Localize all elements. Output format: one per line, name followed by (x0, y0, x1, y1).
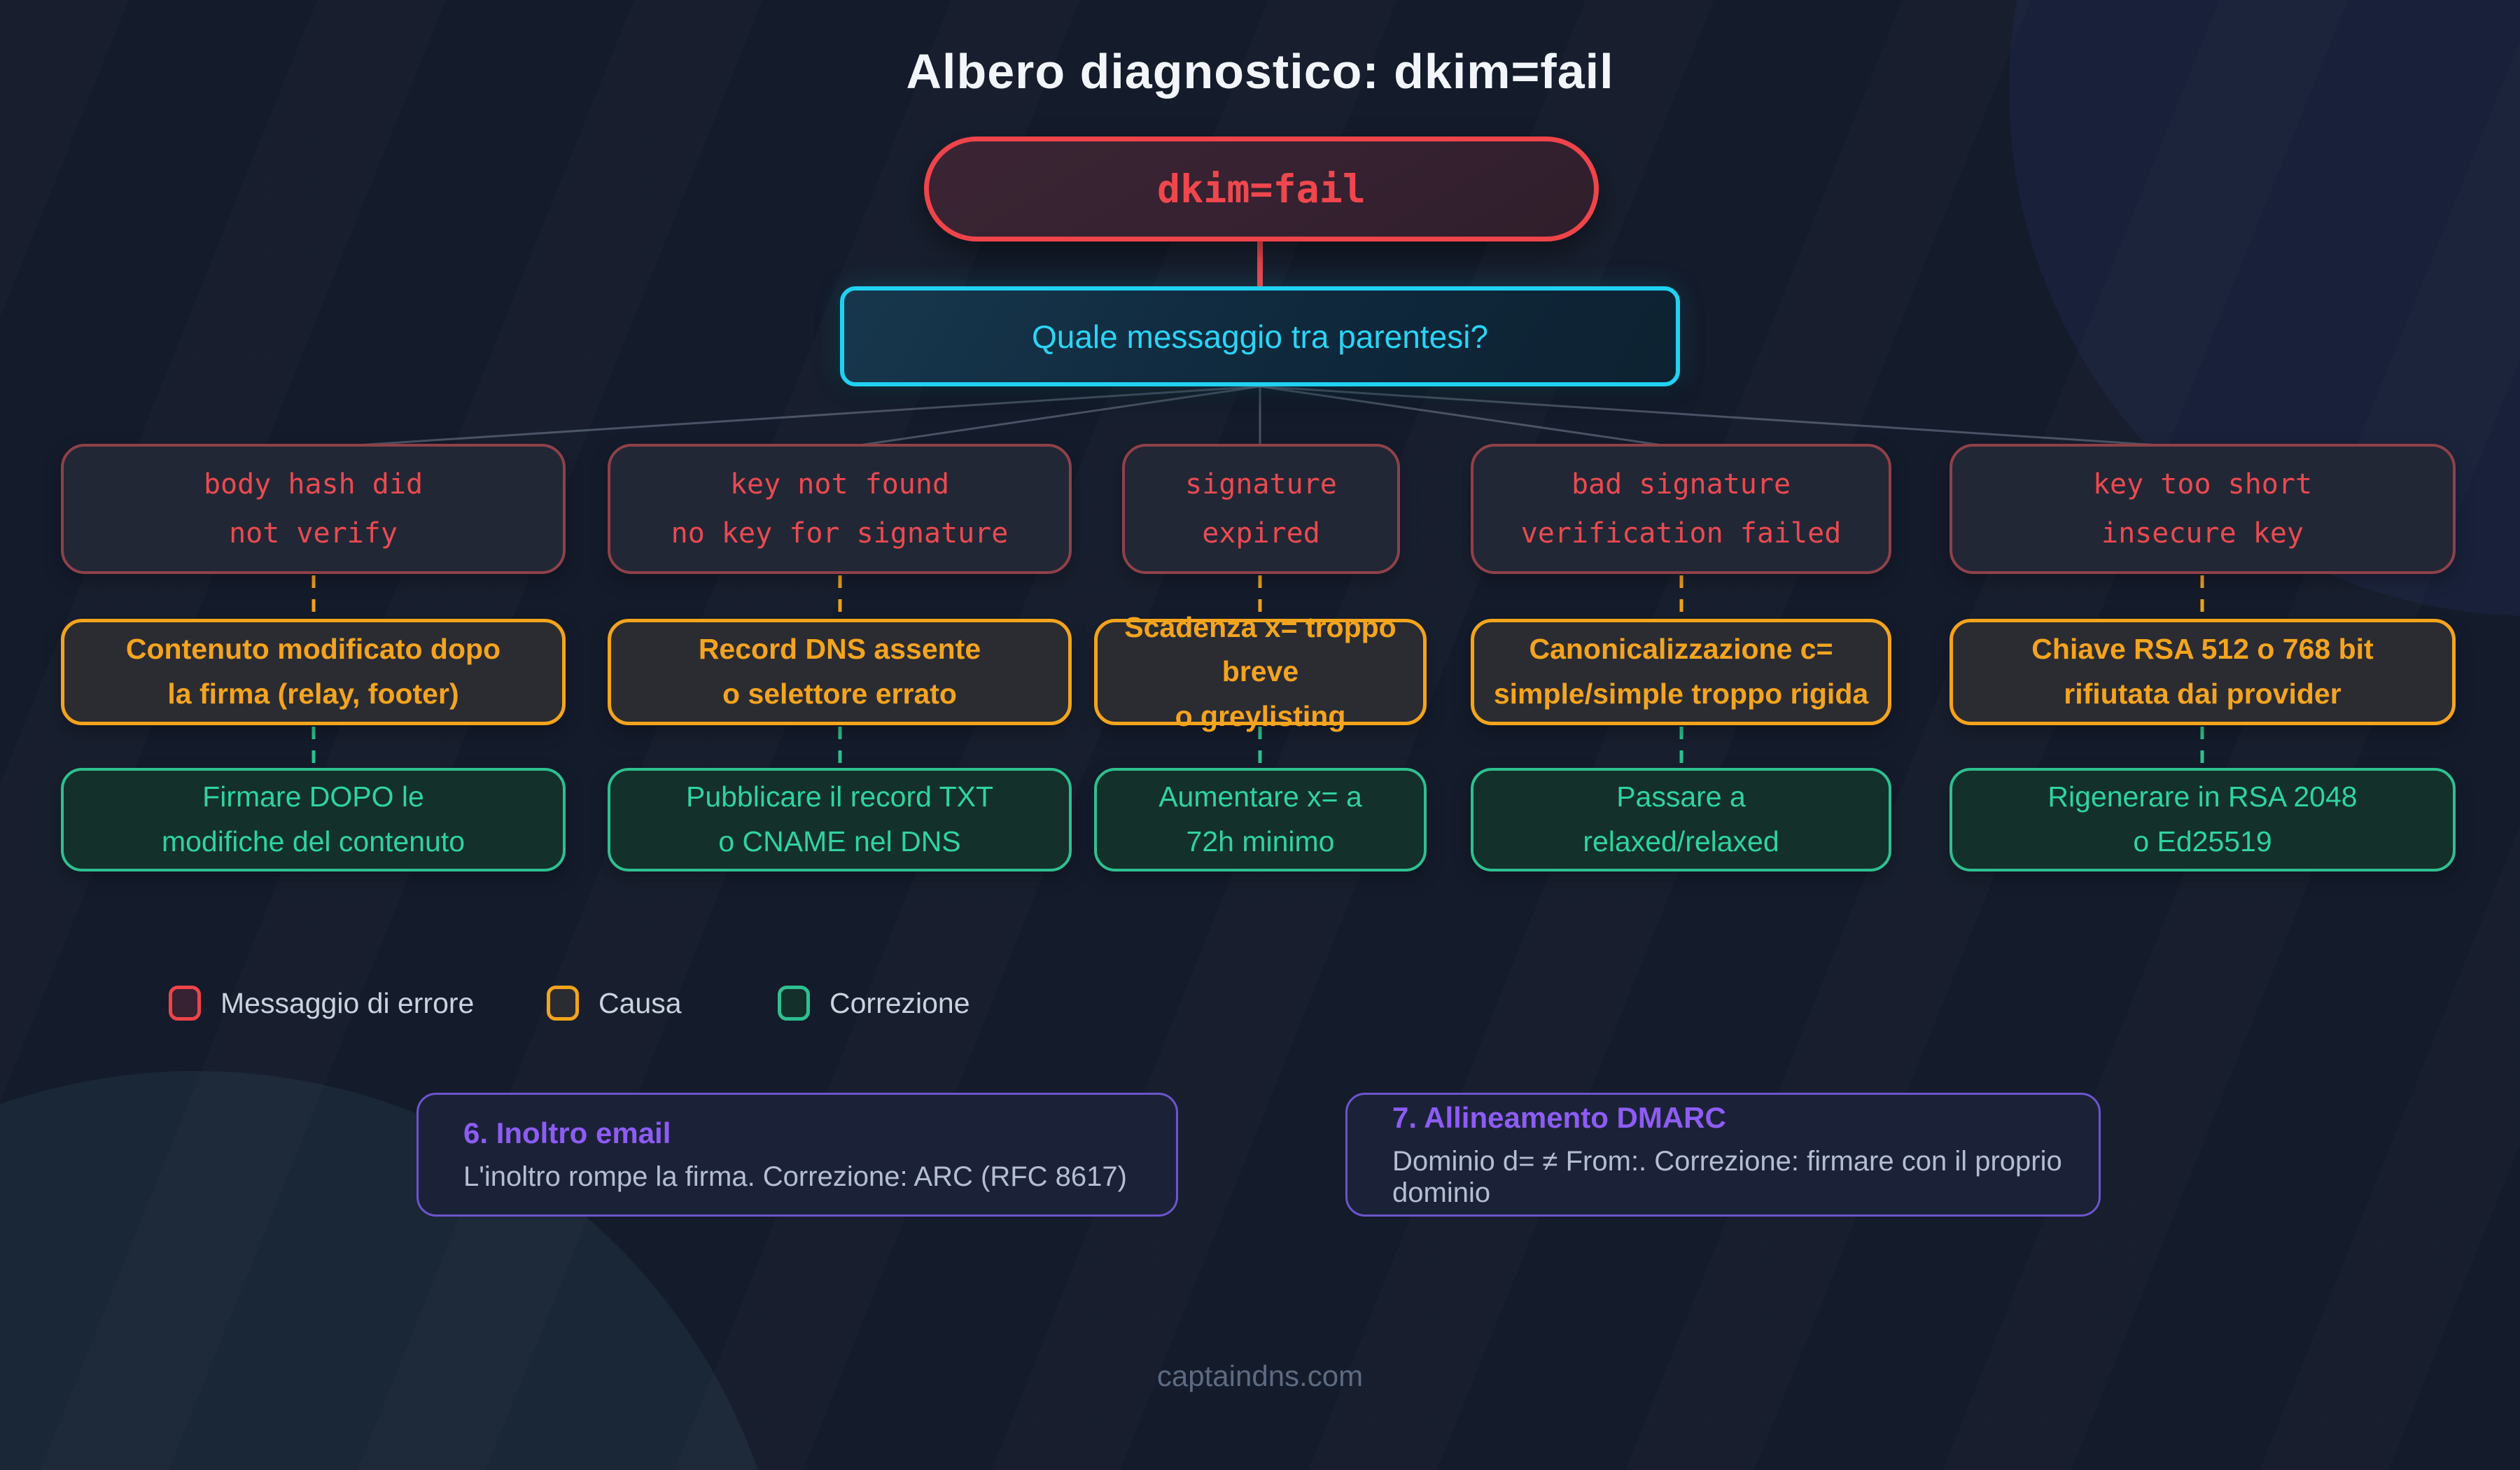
root-node-dkim-fail: dkim=fail (924, 136, 1599, 241)
legend-label-cause: Causa (598, 986, 682, 1019)
cause-line: rifiutata dai provider (2064, 678, 2342, 710)
cause-line: Canonicalizzazione c= (1529, 633, 1833, 666)
legend-item-error: Messaggio di errore (169, 986, 474, 1021)
fix-line: o Ed25519 (2133, 825, 2272, 858)
error-line: body hash did (203, 468, 424, 500)
legend-swatch-fix (778, 986, 810, 1021)
fix-line: o CNAME nel DNS (718, 825, 961, 858)
error-line: bad signature (1571, 468, 1791, 500)
cause-line: Record DNS assente (698, 633, 981, 666)
question-node: Quale messaggio tra parentesi? (840, 286, 1680, 386)
note-card-dmarc-alignment: 7. Allineamento DMARC Dominio d= ≠ From:… (1345, 1093, 2101, 1217)
fix-node-key-not-found: Pubblicare il record TXT o CNAME nel DNS (608, 768, 1072, 872)
error-line: insecure key (2101, 517, 2304, 550)
fix-line: Pubblicare il record TXT (685, 780, 994, 813)
note-body: Dominio d= ≠ From:. Correzione: firmare … (1392, 1145, 2062, 1208)
legend-item-fix: Correzione (778, 986, 970, 1021)
cause-node-key-too-short: Chiave RSA 512 o 768 bit rifiutata dai p… (1949, 619, 2456, 725)
cause-line: Contenuto modificato dopo (125, 633, 501, 666)
cause-node-bad-signature: Canonicalizzazione c= simple/simple trop… (1471, 619, 1891, 725)
note-body: L'inoltro rompe la firma. Correzione: AR… (463, 1161, 1127, 1192)
root-node-label: dkim=fail (1156, 167, 1366, 211)
fix-line: Passare a (1616, 780, 1746, 813)
fix-line: relaxed/relaxed (1583, 825, 1779, 858)
cause-node-body-hash: Contenuto modificato dopo la firma (rela… (61, 619, 566, 725)
question-fan-lines (313, 385, 2203, 449)
note-title: 6. Inoltro email (463, 1116, 671, 1149)
error-node-key-not-found: key not found no key for signature (608, 444, 1072, 574)
legend-label-fix: Correzione (830, 986, 970, 1019)
footer-watermark: captaindns.com (1156, 1359, 1364, 1392)
cause-line: o selettore errato (722, 678, 957, 710)
error-line: verification failed (1520, 517, 1842, 550)
page-title: Albero diagnostico: dkim=fail (906, 44, 1614, 99)
error-line: key not found (729, 468, 950, 500)
cause-node-signature-expired: Scadenza x= troppo breve o greylisting (1094, 611, 1427, 732)
error-line: expired (1202, 517, 1320, 550)
error-line: key too short (2092, 468, 2313, 500)
error-line: no key for signature (671, 517, 1009, 550)
fix-node-body-hash: Firmare DOPO le modifiche del contenuto (61, 768, 566, 872)
cause-line: Scadenza x= troppo breve (1124, 610, 1396, 688)
question-label: Quale messaggio tra parentesi? (1031, 318, 1489, 355)
cause-line: Chiave RSA 512 o 768 bit (2031, 633, 2374, 666)
fix-node-bad-signature: Passare a relaxed/relaxed (1471, 768, 1891, 872)
error-node-signature-expired: signature expired (1122, 444, 1400, 574)
fix-line: Rigenerare in RSA 2048 (2047, 780, 2358, 813)
cause-line: o greylisting (1175, 699, 1346, 732)
legend-swatch-cause (547, 986, 579, 1021)
error-line: signature (1185, 468, 1337, 500)
cause-line: simple/simple troppo rigida (1493, 678, 1869, 710)
note-card-email-forwarding: 6. Inoltro email L'inoltro rompe la firm… (416, 1093, 1178, 1217)
error-node-bad-signature: bad signature verification failed (1471, 444, 1891, 574)
legend-swatch-error (169, 986, 201, 1021)
error-node-body-hash: body hash did not verify (61, 444, 566, 574)
fix-line: 72h minimo (1186, 825, 1335, 858)
fix-line: Firmare DOPO le (202, 780, 424, 813)
legend-item-cause: Causa (547, 986, 682, 1021)
error-line: not verify (229, 517, 398, 550)
cause-node-key-not-found: Record DNS assente o selettore errato (608, 619, 1072, 725)
legend-label-error: Messaggio di errore (220, 986, 475, 1019)
fix-line: modifiche del contenuto (161, 825, 465, 858)
fix-line: Aumentare x= a (1158, 780, 1362, 813)
cause-line: la firma (relay, footer) (167, 678, 459, 710)
fix-node-signature-expired: Aumentare x= a 72h minimo (1094, 768, 1427, 872)
note-title: 7. Allineamento DMARC (1392, 1100, 1726, 1134)
error-node-key-too-short: key too short insecure key (1949, 444, 2456, 574)
fix-node-key-too-short: Rigenerare in RSA 2048 o Ed25519 (1949, 768, 2456, 872)
